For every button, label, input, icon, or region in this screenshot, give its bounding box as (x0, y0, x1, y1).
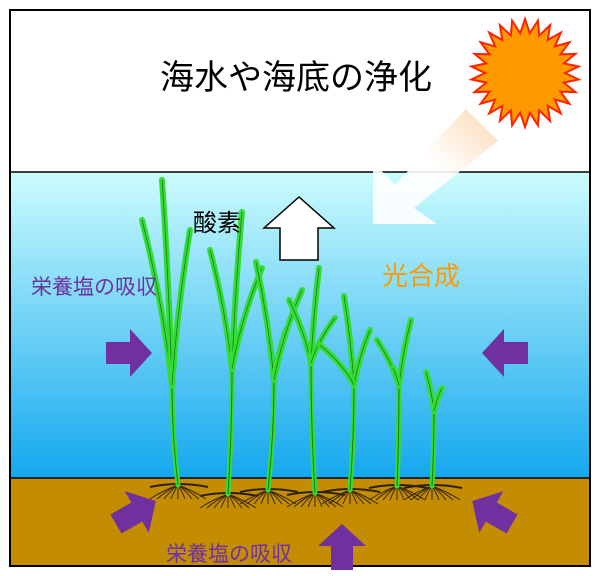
nutrient-arrows (106, 329, 528, 570)
seagrass-plant (368, 317, 428, 501)
nutrient-arrow (472, 491, 518, 534)
seagrass-plant (239, 259, 305, 505)
oxygen-label: 酸素 (193, 209, 241, 237)
seagrass-plant (139, 177, 209, 500)
nutrient-arrow (106, 329, 152, 377)
nutrient-absorption-water-label: 栄養塩の吸収 (31, 275, 157, 299)
nutrient-arrow (482, 329, 528, 377)
diagram-frame (9, 9, 591, 567)
seagrass-plant (286, 265, 346, 508)
sun-icon (468, 15, 582, 131)
seagrass-plant (317, 293, 381, 505)
seagrass-plant (403, 369, 463, 501)
diagram-title: 海水や海底の浄化 (160, 58, 432, 98)
oxygen-arrow (262, 195, 336, 261)
nutrient-arrow (318, 524, 366, 570)
photosynthesis-label: 光合成 (382, 262, 461, 292)
nutrient-absorption-sediment-label: 栄養塩の吸収 (166, 542, 292, 566)
nutrient-arrow (110, 491, 156, 534)
light-beam-arrow (373, 109, 498, 224)
seagrass-bed (139, 177, 463, 509)
